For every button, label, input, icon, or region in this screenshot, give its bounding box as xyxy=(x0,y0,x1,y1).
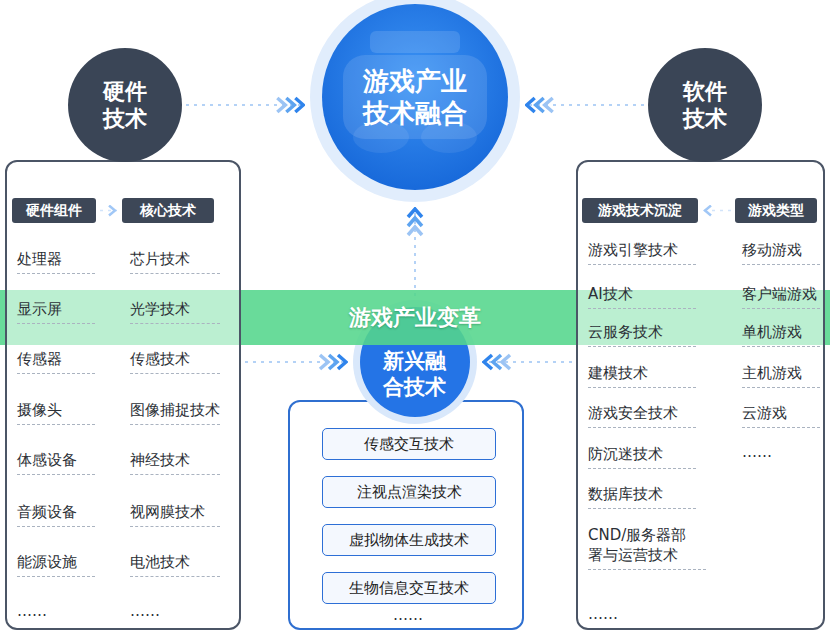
item-text: 客户端游戏 xyxy=(742,284,820,309)
tab-label: 游戏技术沉淀 xyxy=(598,202,682,220)
category-circle: 软件 技术 xyxy=(648,48,762,162)
tech-box: 虚拟物体生成技术 xyxy=(322,524,496,556)
item-text: 防沉迷技术 xyxy=(588,444,696,469)
column-tab: 游戏技术沉淀 xyxy=(582,198,698,223)
item-text: 图像捕捉技术 xyxy=(130,400,220,425)
tech-box: 生物信息交互技术 xyxy=(322,572,496,604)
item-text: 云游戏 xyxy=(742,403,820,428)
item-text: AI技术 xyxy=(588,284,696,309)
box-label: 生物信息交互技术 xyxy=(349,579,469,598)
category-circle-shape xyxy=(648,48,762,162)
item-text: 单机游戏 xyxy=(742,322,820,347)
hardware-panel: 处理器 芯片技术显示屏 光学技术传感器 传感技术摄像头 图像捕捉技术体感设备 神经技术音频… xyxy=(5,160,241,630)
item-text: 电池技术 xyxy=(130,552,220,577)
tab-label: 硬件组件 xyxy=(26,202,82,220)
item-text: 游戏引擎技术 xyxy=(588,240,696,265)
item-text: …… xyxy=(588,604,618,624)
category-circle-shape xyxy=(68,48,182,162)
box-label: 传感交互技术 xyxy=(364,435,454,454)
item-text: 视网膜技术 xyxy=(130,502,220,527)
box-label: 虚拟物体生成技术 xyxy=(349,531,469,550)
item-text: 芯片技术 xyxy=(130,249,220,274)
item-text: 游戏安全技术 xyxy=(588,403,696,428)
item-text: 能源设施 xyxy=(17,552,95,577)
item-text: 建模技术 xyxy=(588,363,696,388)
circle-label: 新兴融 合技术 xyxy=(379,348,450,401)
item-text: …… xyxy=(130,601,160,621)
item-text: 主机游戏 xyxy=(742,363,820,388)
tech-box: 传感交互技术 xyxy=(322,428,496,460)
item-text: 移动游戏 xyxy=(742,240,820,265)
tech-box: 注视点渲染技术 xyxy=(322,476,496,508)
item-text: 神经技术 xyxy=(130,450,220,475)
flow-connector xyxy=(525,104,644,106)
item-text: 传感器 xyxy=(17,349,95,374)
emerging-panel: …… 传感交互技术注视点渲染技术虚拟物体生成技术生物信息交互技术 xyxy=(288,400,524,630)
column-tab: 游戏类型 xyxy=(735,198,817,223)
item-text: 云服务技术 xyxy=(588,322,696,347)
item-text: 处理器 xyxy=(17,249,95,274)
software-panel: 游戏引擎技术 移动游戏 AI技术 客户端游戏云服务技术 单机游戏建模技术 主机游戏游戏安全… xyxy=(576,160,825,630)
item-text: …… xyxy=(393,605,423,625)
item-text: 传感技术 xyxy=(130,349,220,374)
column-tab: 核心技术 xyxy=(122,198,214,223)
flow-connector xyxy=(186,104,305,106)
core-circle: 游戏产业 技术融合 xyxy=(310,0,520,202)
tab-label: 游戏类型 xyxy=(748,202,804,220)
box-label: 注视点渲染技术 xyxy=(357,483,462,502)
item-text: 音频设备 xyxy=(17,502,95,527)
circle-label: 软件 技术 xyxy=(679,78,732,133)
flow-connector xyxy=(414,207,416,296)
circle-label: 硬件 技术 xyxy=(99,78,152,133)
item-text: 摄像头 xyxy=(17,400,95,425)
banner-label: 游戏产业变革 xyxy=(349,303,481,333)
item-text: CND/服务器部 署与运营技术 xyxy=(588,525,706,570)
flow-connector xyxy=(245,361,348,363)
category-circle: 硬件 技术 xyxy=(68,48,182,162)
item-text: …… xyxy=(17,601,47,621)
circle-label: 游戏产业 技术融合 xyxy=(359,65,471,130)
item-text: …… xyxy=(742,442,772,462)
item-text: 数据库技术 xyxy=(588,484,696,509)
column-tab: 硬件组件 xyxy=(12,198,96,223)
item-text: 体感设备 xyxy=(17,450,95,475)
item-text: 显示屏 xyxy=(17,299,95,324)
flow-connector xyxy=(482,361,572,363)
item-text: 光学技术 xyxy=(130,299,220,324)
tab-label: 核心技术 xyxy=(140,202,196,220)
